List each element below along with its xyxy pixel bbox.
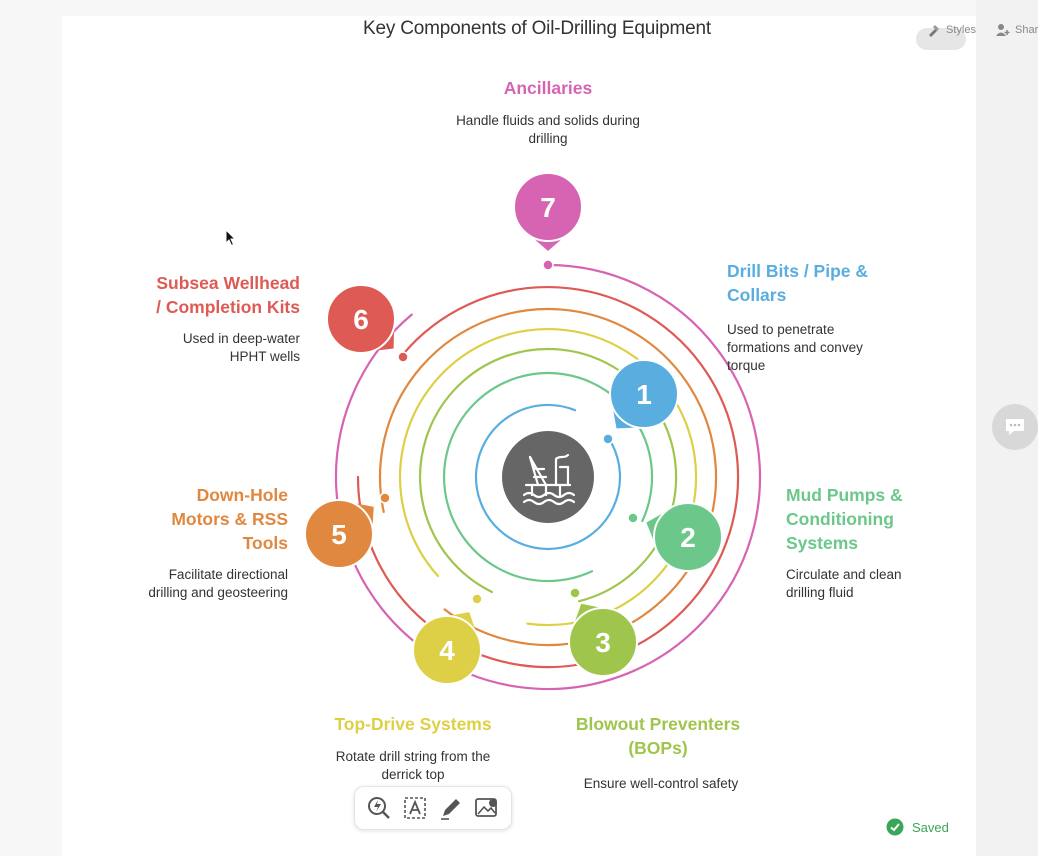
desc-line: Handle fluids and solids during	[456, 113, 640, 128]
bubble-number: 1	[636, 379, 652, 410]
label-line: Motors & RSS	[171, 509, 288, 529]
image-icon[interactable]	[472, 793, 502, 823]
label-subsea: Subsea Wellhead / Completion Kits	[128, 271, 300, 319]
arc-dot-6	[397, 351, 409, 363]
offshore-rig-icon	[522, 453, 576, 506]
styles-icon	[929, 25, 939, 37]
pen-icon[interactable]	[436, 793, 466, 823]
styles-label: Styles	[946, 24, 976, 36]
bubble-circle	[304, 499, 374, 569]
desc-line: drilling and geosteering	[148, 585, 288, 600]
desc-line: Ensure well-control safety	[583, 776, 739, 791]
number-bubble-3: 3	[568, 603, 638, 677]
add-user-icon	[996, 24, 1010, 36]
bubble-number: 6	[353, 304, 369, 335]
label-line: Down-Hole	[196, 485, 288, 505]
label-ancillaries: Ancillaries	[430, 76, 666, 100]
label-line: Conditioning	[786, 509, 894, 529]
mouse-cursor-icon	[225, 229, 237, 247]
diagram-title: Key Components of Oil-Drilling Equipment	[363, 18, 711, 39]
desc-drill-bits: Used to penetrate formations and convey …	[727, 321, 863, 375]
desc-ancillaries: Handle fluids and solids during drilling	[430, 112, 666, 148]
zoom-lightning-icon[interactable]	[364, 793, 394, 823]
text-box-icon[interactable]	[400, 793, 430, 823]
center-hub	[502, 431, 594, 523]
number-bubble-2: 2	[646, 502, 723, 572]
bubble-number: 3	[595, 627, 611, 658]
bubble-circle	[568, 607, 638, 677]
bubble-number: 7	[540, 192, 556, 223]
saved-label: Saved	[912, 819, 949, 835]
label-line: / Completion Kits	[156, 297, 300, 317]
number-bubble-7: 7	[513, 172, 583, 251]
bubble-circle	[653, 502, 723, 572]
number-bubble-6: 6	[326, 284, 396, 354]
arc-dot-1	[602, 433, 614, 445]
desc-subsea: Used in deep-water HPHT wells	[150, 330, 300, 366]
arc-dot-2	[627, 512, 639, 524]
desc-line: drilling fluid	[786, 585, 854, 600]
diagram-canvas	[62, 16, 976, 856]
label-down-hole: Down-Hole Motors & RSS Tools	[138, 483, 288, 555]
desc-line: derrick top	[381, 767, 445, 782]
label-line: Drill Bits / Pipe &	[727, 261, 868, 281]
label-line: Blowout Preventers	[575, 714, 741, 734]
number-bubble-1: 1	[609, 359, 679, 429]
label-line: (BOPs)	[628, 738, 688, 758]
share-button[interactable]: Shar	[995, 22, 1038, 38]
bubble-number: 4	[439, 635, 455, 666]
share-label: Shar	[1015, 24, 1038, 36]
label-line: Mud Pumps &	[786, 485, 903, 505]
chat-icon	[1006, 419, 1024, 435]
desc-top-drive: Rotate drill string from the derrick top	[312, 748, 514, 784]
label-line: Ancillaries	[503, 78, 593, 98]
arc-dot-3	[569, 587, 581, 599]
number-bubble-5: 5	[304, 499, 374, 569]
desc-line: HPHT wells	[229, 349, 300, 364]
number-bubble-4: 4	[412, 612, 482, 685]
desc-line: Facilitate directional	[168, 567, 288, 582]
arc-7	[334, 263, 762, 691]
bubble-number: 2	[680, 522, 696, 553]
number-bubbles: 1 2 3 4 5 6 7	[304, 172, 723, 685]
arc-2	[442, 371, 654, 583]
bubble-circle	[326, 284, 396, 354]
arc-dot-4	[471, 593, 483, 605]
label-line: Tools	[242, 533, 288, 553]
arc-4	[398, 327, 698, 627]
desc-bops: Ensure well-control safety	[558, 775, 764, 793]
bubble-circle	[513, 172, 583, 242]
arc-dots	[379, 259, 639, 605]
arc-dot-7	[542, 259, 554, 271]
desc-line: Circulate and clean	[786, 567, 902, 582]
desc-line: formations and convey	[727, 340, 863, 355]
label-line: Systems	[786, 533, 858, 553]
bubble-circle	[609, 359, 679, 429]
label-bops: Blowout Preventers (BOPs)	[558, 712, 758, 760]
arc-1	[474, 403, 622, 551]
comments-button[interactable]	[992, 404, 1038, 450]
saved-status: Saved	[886, 818, 949, 836]
label-mud-pumps: Mud Pumps & Conditioning Systems	[786, 483, 903, 555]
desc-line: drilling	[528, 131, 568, 146]
styles-button[interactable]: Styles	[926, 22, 976, 38]
bubble-circle	[412, 615, 482, 685]
desc-line: Rotate drill string from the	[335, 749, 491, 764]
desc-line: Used to penetrate	[727, 322, 835, 337]
desc-mud-pumps: Circulate and clean drilling fluid	[786, 566, 902, 602]
label-line: Top-Drive Systems	[334, 714, 492, 734]
arc-dot-5	[379, 492, 391, 504]
bottom-toolbar	[354, 786, 512, 830]
desc-line: torque	[727, 358, 766, 373]
desc-down-hole: Facilitate directional drilling and geos…	[118, 566, 288, 602]
label-line: Subsea Wellhead	[156, 273, 300, 293]
topbar-pill[interactable]	[916, 28, 966, 50]
bubble-number: 5	[331, 519, 347, 550]
label-top-drive: Top-Drive Systems	[312, 712, 514, 736]
label-line: Collars	[727, 285, 787, 305]
check-circle-icon	[886, 818, 904, 836]
label-drill-bits: Drill Bits / Pipe & Collars	[727, 259, 868, 307]
desc-line: Used in deep-water	[182, 331, 300, 346]
